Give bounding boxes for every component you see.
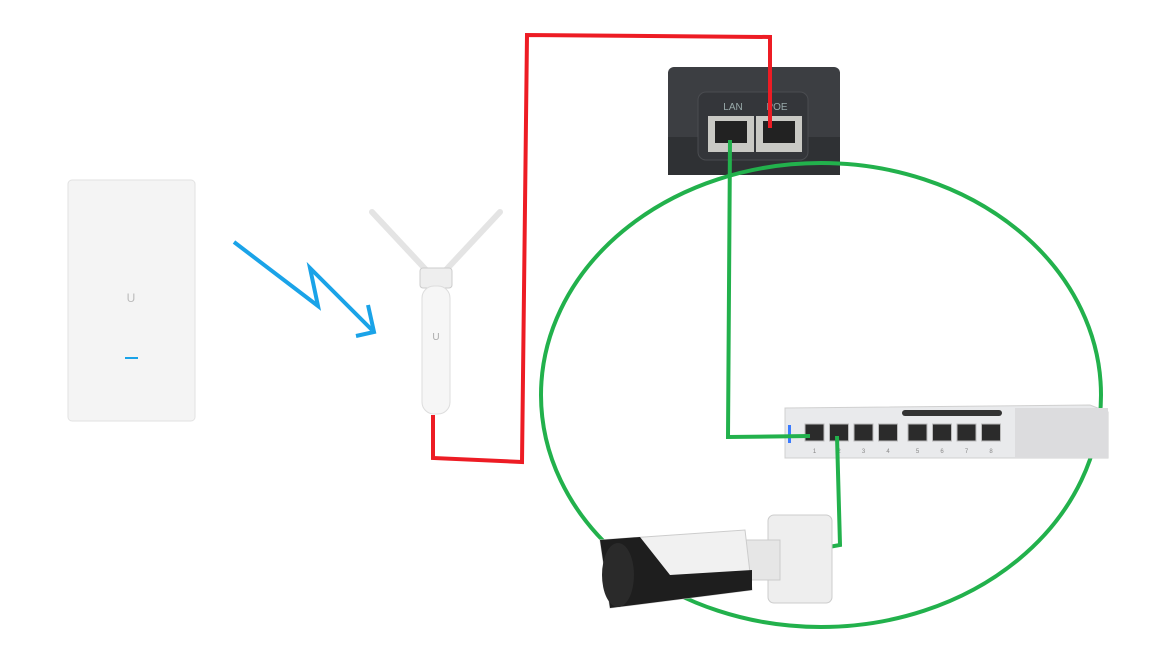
poe-label: POE [766,102,787,113]
status-led [125,357,138,359]
switch-port [981,423,1001,442]
outdoor-ap-device: U [369,209,503,415]
switch-port [956,423,977,442]
lan-label: LAN [723,102,742,113]
wireless-arrowhead-icon [355,304,377,338]
lan-cable [725,139,811,440]
ubiquiti-logo: U [432,332,439,343]
port-number: 4 [886,449,890,455]
switch-port [932,423,952,442]
port-number: 6 [940,449,944,455]
access-point-device: U [67,179,196,422]
local-network-boundary [539,161,1103,629]
switch-port [804,423,825,442]
poe-injector-device: LAN POE [668,67,840,175]
switch-port [907,423,928,442]
port-number: 7 [965,449,969,455]
port-number: 3 [862,449,866,455]
switch-port [853,423,874,442]
port-number: 8 [989,449,993,455]
ubiquiti-logo: U [127,291,136,305]
port-number: 1 [813,449,817,455]
switch-port [878,423,898,442]
port-number: 5 [916,449,920,455]
bullet-camera-device [599,514,833,609]
wireless-link-icon [232,240,374,332]
